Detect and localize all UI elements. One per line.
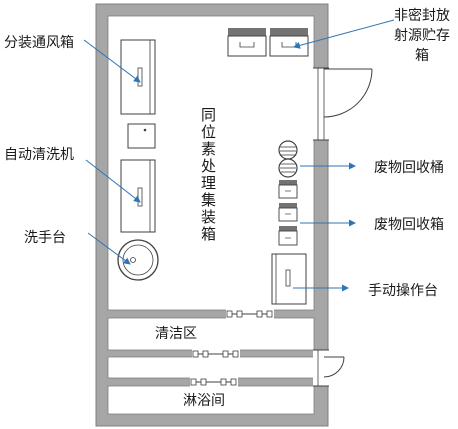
- waste-box-1: [278, 180, 298, 199]
- right-door-main[interactable]: [313, 67, 373, 141]
- label-storage-line3: 箱: [415, 48, 429, 64]
- storage-box-1: [227, 28, 267, 57]
- auto-washer: [120, 159, 156, 233]
- label-ventilation-cabinet: 分装通风箱: [4, 35, 74, 51]
- label-clean-zone: 清洁区: [155, 326, 197, 342]
- small-unit: [127, 123, 156, 149]
- waste-box-3: [278, 226, 298, 246]
- label-wash-basin: 洗手台: [24, 230, 66, 246]
- label-waste-bucket: 废物回收桶: [374, 160, 444, 176]
- label-auto-washer: 自动清洗机: [4, 147, 74, 163]
- label-storage-line1: 非密封放: [394, 7, 450, 24]
- sliding-door-middle[interactable]: [192, 349, 240, 359]
- pointer-lines: [83, 19, 395, 292]
- right-door-lower[interactable]: [313, 349, 345, 387]
- waste-box-2: [278, 203, 298, 222]
- sliding-door-shower[interactable]: [190, 377, 238, 387]
- waste-bucket-2: [278, 158, 298, 178]
- ventilation-cabinet: [120, 39, 156, 115]
- label-storage-line2: 射源贮存: [394, 28, 450, 44]
- wash-basin: [117, 239, 159, 281]
- waste-bucket-1: [278, 140, 298, 160]
- sliding-door-clean-zone[interactable]: [226, 309, 274, 319]
- label-manual-console: 手动操作台: [368, 283, 438, 299]
- storage-box-2: [269, 28, 309, 57]
- manual-console: [271, 253, 307, 305]
- label-shower-room: 淋浴间: [183, 393, 225, 409]
- label-container-title: 同位素处理集装箱: [199, 107, 217, 243]
- label-waste-box: 废物回收箱: [374, 217, 444, 233]
